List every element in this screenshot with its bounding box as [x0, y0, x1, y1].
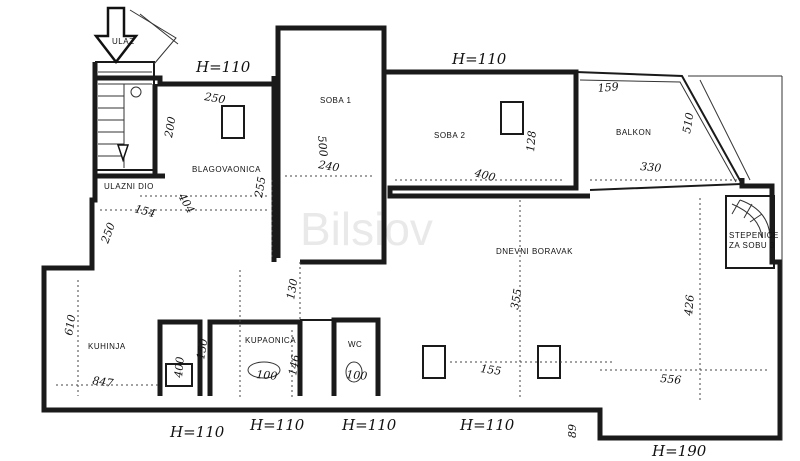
- dim-label: 355: [508, 288, 524, 311]
- dim-label: 100: [256, 368, 278, 383]
- outer-walls: [41, 25, 783, 441]
- door-swing: [129, 9, 177, 65]
- dim-label: 150: [194, 338, 210, 361]
- stair-circle-icon: [130, 86, 142, 98]
- inner-walls: [95, 61, 775, 396]
- balkon-railing: [579, 79, 737, 183]
- room-label-soba2: SOBA 2: [434, 131, 466, 140]
- dim-label: 255: [252, 176, 269, 200]
- dim-label: 250: [98, 221, 118, 246]
- dim-label: 330: [640, 160, 662, 175]
- dim-label: 400: [172, 356, 187, 379]
- dim-label: 146: [286, 354, 302, 377]
- entry-arrow-icon: [93, 6, 139, 65]
- balkon-wall: [575, 71, 744, 191]
- room-label-kuhinja: KUHINJA: [88, 342, 126, 351]
- kupaonica-wall: [207, 319, 303, 396]
- column-blagovaonica: [221, 105, 245, 139]
- column-boravak-1: [422, 345, 446, 379]
- watermark: Bilsiov: [300, 203, 433, 255]
- dim-label: 556: [660, 372, 682, 387]
- height-bottom-4: H=110: [459, 416, 515, 434]
- soba2-wall: [384, 69, 590, 199]
- dim-label: 240: [316, 158, 340, 175]
- down-arrow-icon: [116, 144, 130, 163]
- dim-label: 100: [346, 368, 368, 383]
- dim-label: 510: [680, 112, 696, 135]
- soba1-wall: [275, 25, 387, 265]
- dim-label: 404: [175, 190, 197, 216]
- height-bottom-1: H=110: [169, 423, 225, 441]
- height-bottom-2: H=110: [249, 416, 305, 434]
- dim-label: 89: [566, 424, 579, 438]
- bathtub-icon: [247, 361, 281, 379]
- dim-label: 159: [597, 80, 619, 95]
- dim-label: 426: [682, 294, 697, 317]
- door-swing-2: [139, 13, 179, 45]
- height-top-left: H=110: [195, 58, 251, 76]
- far-right-line: [699, 79, 751, 181]
- dim-label: 250: [202, 90, 226, 107]
- wc-wall: [331, 317, 381, 396]
- toilet-icon: [345, 361, 363, 383]
- dim-label: 155: [480, 362, 503, 378]
- room-label-dnevni-boravak: DNEVNI BORAVAK: [496, 247, 573, 256]
- height-top-right: H=110: [451, 50, 507, 68]
- dim-label: 154: [133, 202, 157, 220]
- dim-label: 128: [524, 130, 539, 152]
- perimeter-wall: [41, 62, 783, 441]
- dimension-lines: [56, 175, 770, 402]
- room-label-soba1: SOBA 1: [320, 96, 352, 105]
- dim-label: 610: [62, 314, 78, 337]
- room-label-ulazni-dio: ULAZNI DIO: [104, 182, 154, 191]
- dim-label: 130: [284, 278, 300, 301]
- height-bottom-5: H=190: [651, 442, 707, 460]
- dim-label: 847: [92, 374, 115, 390]
- column-kuhinja: [165, 363, 193, 387]
- column-soba2: [500, 101, 524, 135]
- room-label-za-sobu-3: ZA SOBU 3: [729, 241, 775, 250]
- room-label-wc: WC: [348, 340, 362, 349]
- room-label-stepenice: STEPENICE: [729, 231, 779, 240]
- room-label-ulaz: ULAZ: [112, 37, 134, 46]
- entry-top-wall: [95, 75, 277, 87]
- height-bottom-3: H=110: [341, 416, 397, 434]
- stair-soba3-box: [725, 195, 775, 269]
- dim-label: 200: [162, 116, 179, 140]
- kuhinja-wall: [157, 319, 203, 396]
- dim-label: 400: [472, 166, 497, 184]
- columns: [165, 101, 561, 387]
- room-label-kupaonica: KUPAONICA: [245, 336, 296, 345]
- dim-label: 500: [315, 135, 330, 157]
- room-label-blagovaonica: BLAGOVAONICA: [192, 165, 261, 174]
- stairs-soba3: [731, 199, 771, 239]
- room-label-balkon: BALKON: [616, 128, 651, 137]
